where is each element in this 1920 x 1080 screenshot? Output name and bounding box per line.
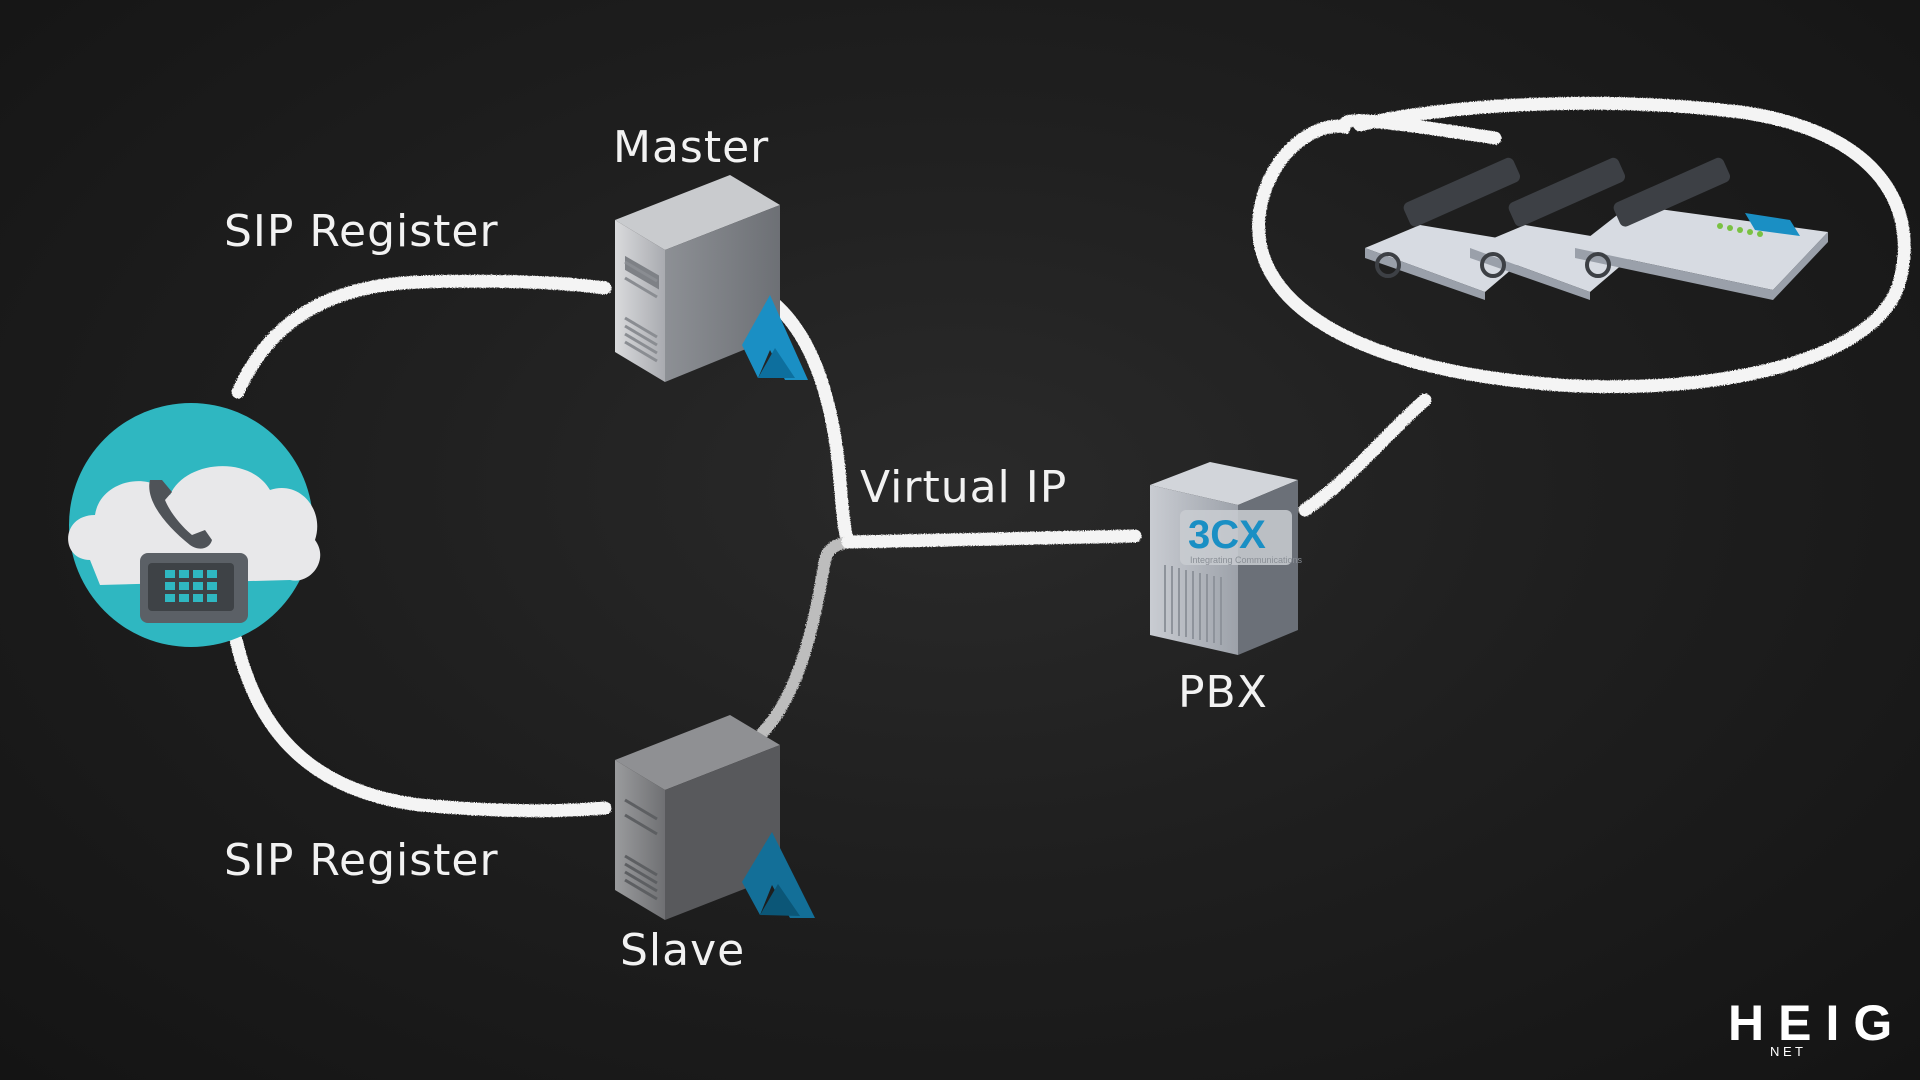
desk-phone-icon <box>1575 157 1828 300</box>
label-sip-register-top: SIP Register <box>224 206 499 257</box>
desk-phones-icon <box>1365 157 1828 300</box>
label-slave: Slave <box>620 925 745 976</box>
master-azure-icon <box>742 295 808 380</box>
pbx-brand-tagline: Integrating Communications <box>1190 555 1303 565</box>
label-master: Master <box>613 122 769 173</box>
label-pbx: PBX <box>1178 667 1268 718</box>
pbx-brand-logo: 3CX <box>1188 513 1266 557</box>
desk-phone-icon <box>1365 157 1540 300</box>
phones-circle <box>1252 96 1911 394</box>
line-vip-to-pbx <box>841 529 1142 549</box>
slave-azure-icon <box>742 832 815 918</box>
heig-logo-sub: N E T <box>1770 1044 1803 1059</box>
label-virtual-ip: Virtual IP <box>860 462 1067 513</box>
line-cloud-to-slave <box>229 633 612 818</box>
cloud-phone-icon <box>68 403 321 647</box>
line-pbx-to-phones <box>1298 393 1432 517</box>
line-master-to-vip <box>763 293 855 547</box>
pbx-server-icon <box>1150 462 1298 655</box>
line-slave-to-vip <box>749 536 854 746</box>
label-sip-register-bottom: SIP Register <box>224 835 499 886</box>
line-cloud-to-master <box>231 274 612 399</box>
heig-logo-main: HEIG <box>1728 995 1906 1051</box>
